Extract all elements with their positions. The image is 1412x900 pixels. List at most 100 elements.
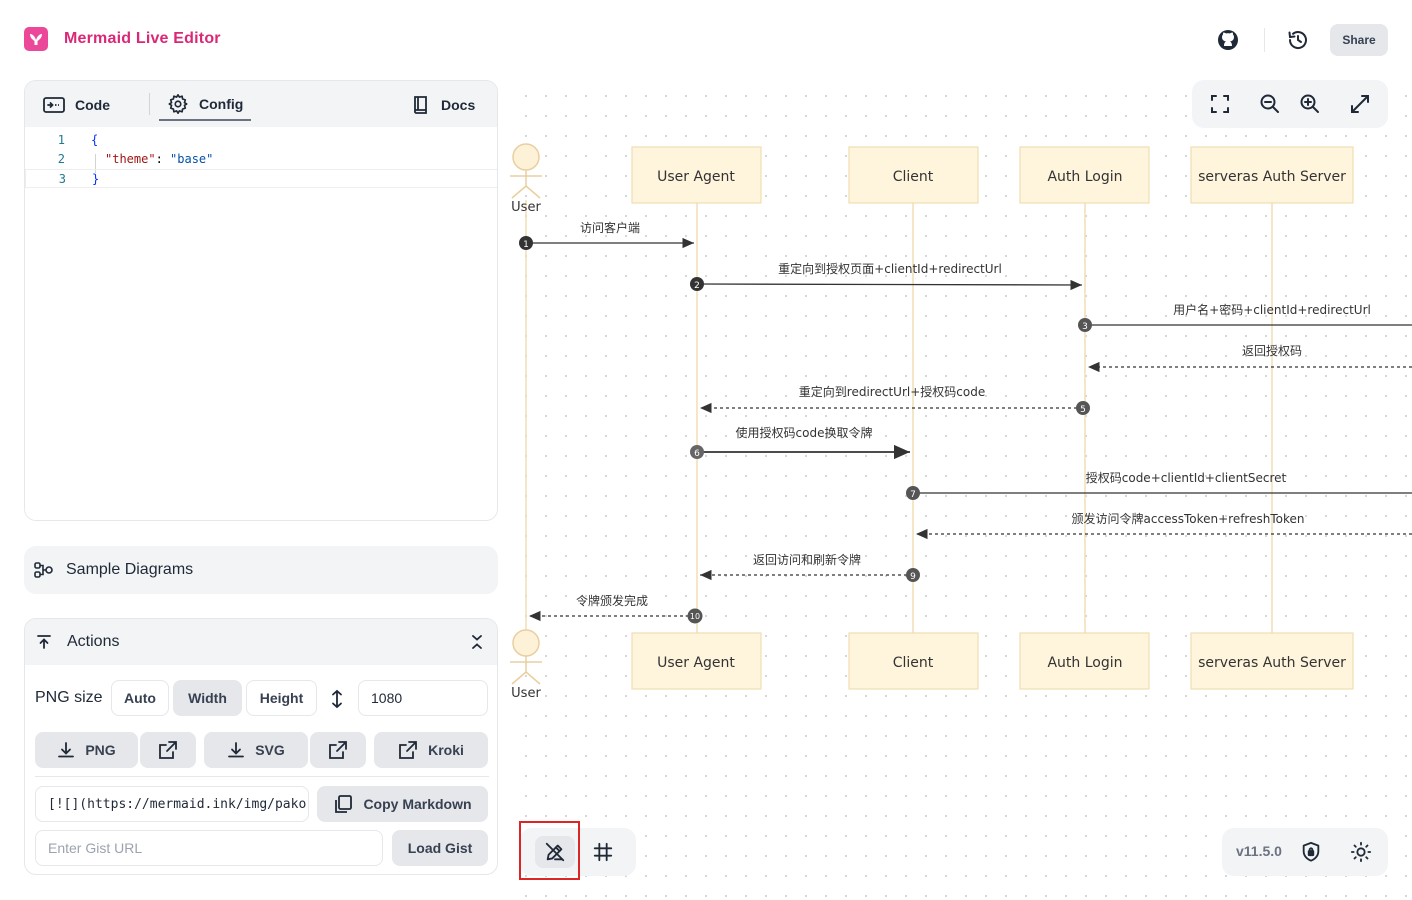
sequence-number: 6 — [694, 449, 700, 459]
kroki-label: Kroki — [428, 742, 464, 758]
sun-icon[interactable] — [1350, 841, 1372, 863]
participant-auth-server-top: serveras Auth Server — [1190, 146, 1354, 204]
copy-markdown-button[interactable]: Copy Markdown — [317, 786, 488, 822]
resize-vertical-icon — [332, 689, 342, 709]
version-label[interactable]: v11.5.0 — [1236, 843, 1282, 859]
json-separator: : — [155, 152, 171, 166]
participant-label: Auth Login — [1047, 655, 1122, 671]
message-label: 授权码code+clientId+clientSecret — [1086, 470, 1287, 485]
diagram-canvas[interactable]: User User Agent Client Auth Login server… — [510, 80, 1412, 900]
png-size-label: PNG size — [35, 689, 103, 706]
size-auto-button[interactable]: Auto — [111, 680, 169, 716]
gist-url-input[interactable]: Enter Gist URL — [35, 830, 383, 866]
line-text: } — [92, 172, 100, 186]
sequence-number: 10 — [690, 612, 700, 621]
participant-auth-login-bottom: Auth Login — [1019, 632, 1150, 690]
line-text: "theme": "base" — [105, 150, 213, 169]
tab-docs[interactable]: Docs — [411, 89, 475, 121]
app-title[interactable]: Mermaid Live Editor — [64, 30, 221, 47]
message-label: 颁发访问令牌accessToken+refreshToken — [1072, 511, 1305, 526]
hand-drawn-toggle[interactable] — [535, 836, 575, 868]
line-number: 1 — [57, 133, 65, 147]
indent-guide — [95, 154, 96, 173]
sample-diagrams-panel[interactable]: Sample Diagrams — [24, 546, 498, 594]
upload-icon — [37, 635, 51, 649]
gear-icon — [168, 94, 188, 114]
zoom-out-icon[interactable] — [1258, 92, 1282, 116]
tab-code-label: Code — [75, 97, 110, 113]
copy-icon — [335, 795, 353, 813]
tab-code[interactable]: Code — [43, 89, 110, 121]
tab-config[interactable]: Config — [159, 89, 252, 121]
book-icon — [414, 96, 427, 114]
history-icon[interactable] — [1286, 28, 1310, 52]
message-label: 用户名+密码+clientId+redirectUrl — [1173, 302, 1371, 317]
code-icon — [43, 97, 65, 113]
participant-user-agent-bottom: User Agent — [631, 632, 762, 690]
expand-icon[interactable] — [1348, 92, 1372, 116]
header-divider — [1264, 28, 1265, 52]
mermaid-logo-icon[interactable] — [24, 27, 48, 51]
code-editor[interactable]: 1 { 2 "theme": "base" 3 } — [25, 127, 497, 520]
participant-label: User Agent — [657, 655, 735, 671]
message-label: 返回授权码 — [1242, 343, 1302, 358]
participant-label: serveras Auth Server — [1198, 655, 1346, 671]
participant-label: serveras Auth Server — [1198, 169, 1346, 185]
markdown-link-input[interactable]: [![](https://mermaid.ink/img/pako: — [35, 786, 309, 822]
size-value-input[interactable]: 1080 — [358, 680, 488, 716]
app-header: Mermaid Live Editor Share — [0, 0, 1412, 80]
participant-client-top: Client — [848, 146, 979, 204]
actions-header[interactable]: Actions — [25, 619, 497, 665]
participant-auth-server-bottom: serveras Auth Server — [1190, 632, 1354, 690]
size-width-button[interactable]: Width — [173, 680, 242, 716]
participant-label: Client — [893, 169, 934, 185]
github-icon[interactable] — [1216, 28, 1240, 52]
zoom-toolbar — [1192, 80, 1388, 128]
zoom-in-icon[interactable] — [1298, 92, 1322, 116]
message-label: 访问客户端 — [580, 220, 640, 235]
actions-divider — [35, 776, 489, 777]
message-8: 颁发访问令牌accessToken+refreshToken — [916, 511, 1412, 540]
participant-label: Client — [893, 655, 934, 671]
shield-lock-icon[interactable] — [1300, 841, 1322, 863]
load-gist-button[interactable]: Load Gist — [392, 830, 488, 866]
message-10: 10 令牌颁发完成 — [529, 593, 703, 624]
size-height-button[interactable]: Height — [246, 680, 317, 716]
collapse-icon[interactable] — [467, 632, 487, 652]
external-link-icon — [399, 741, 417, 759]
kroki-button[interactable]: Kroki — [374, 732, 488, 768]
line-text: { — [91, 133, 99, 147]
external-link-icon — [329, 741, 347, 759]
message-label: 重定向到redirectUrl+授权码code — [799, 384, 985, 399]
share-button[interactable]: Share — [1330, 24, 1388, 56]
sequence-number: 3 — [1082, 322, 1088, 332]
message-2: 2 重定向到授权页面+clientId+redirectUrl — [690, 261, 1083, 291]
message-label: 令牌颁发完成 — [576, 593, 648, 608]
diagram-icon — [34, 562, 53, 578]
editor-panel: Code Config Docs 1 { 2 "theme": "base" 3… — [24, 80, 498, 521]
copy-markdown-label: Copy Markdown — [363, 796, 472, 812]
download-svg-button[interactable]: SVG — [204, 732, 308, 768]
json-value: "base" — [170, 152, 214, 166]
participant-label: Auth Login — [1047, 169, 1122, 185]
participant-label: User Agent — [657, 169, 735, 185]
open-png-button[interactable] — [140, 732, 196, 768]
sequence-number: 7 — [910, 490, 916, 500]
fit-screen-icon[interactable] — [1208, 92, 1232, 116]
download-png-button[interactable]: PNG — [35, 732, 138, 768]
line-number: 2 — [57, 152, 65, 166]
message-6: 6 使用授权码code换取令牌 — [690, 425, 910, 460]
message-9: 9 返回访问和刷新令牌 — [700, 552, 920, 582]
message-7: 7 授权码code+clientId+clientSecret — [906, 470, 1412, 500]
actions-title: Actions — [67, 633, 120, 650]
actions-panel: Actions PNG size Auto Width Height 1080 … — [24, 618, 498, 875]
tab-config-label: Config — [199, 96, 244, 112]
download-icon — [58, 742, 75, 758]
grid-toggle[interactable] — [583, 836, 623, 868]
grid-icon — [593, 842, 613, 862]
message-1: 1 访问客户端 — [519, 220, 694, 250]
tab-divider — [149, 93, 150, 115]
open-svg-button[interactable] — [310, 732, 366, 768]
svg-label: SVG — [255, 742, 285, 758]
actor-label: User — [511, 686, 541, 701]
